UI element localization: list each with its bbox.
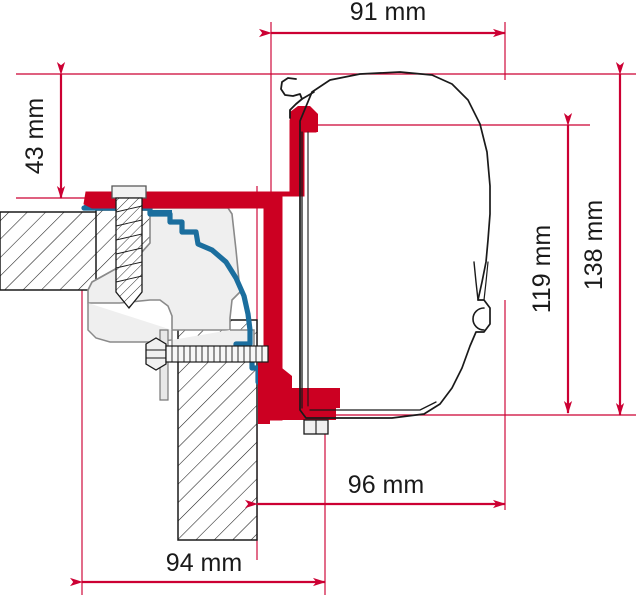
- dimension-43mm: 43 mm: [21, 62, 66, 199]
- screw: [111, 185, 147, 310]
- dimension-119mm-label: 119 mm: [528, 225, 556, 313]
- dimension-138mm: 138 mm: [580, 62, 625, 416]
- dimension-43mm-label: 43 mm: [21, 98, 49, 174]
- dimension-91mm: 91 mm: [259, 0, 506, 38]
- awning-case: [280, 71, 491, 419]
- dimension-138mm-label: 138 mm: [580, 200, 608, 290]
- dimension-91mm-label: 91 mm: [350, 0, 426, 26]
- dimension-96mm-label: 96 mm: [348, 471, 424, 499]
- dimension-94mm-label: 94 mm: [166, 549, 242, 577]
- base-bolt: [303, 419, 329, 435]
- dimension-119mm: 119 mm: [528, 113, 573, 414]
- dimension-96mm: 96 mm: [245, 471, 506, 509]
- dimension-94mm: 94 mm: [70, 549, 326, 587]
- bolt: [145, 329, 269, 401]
